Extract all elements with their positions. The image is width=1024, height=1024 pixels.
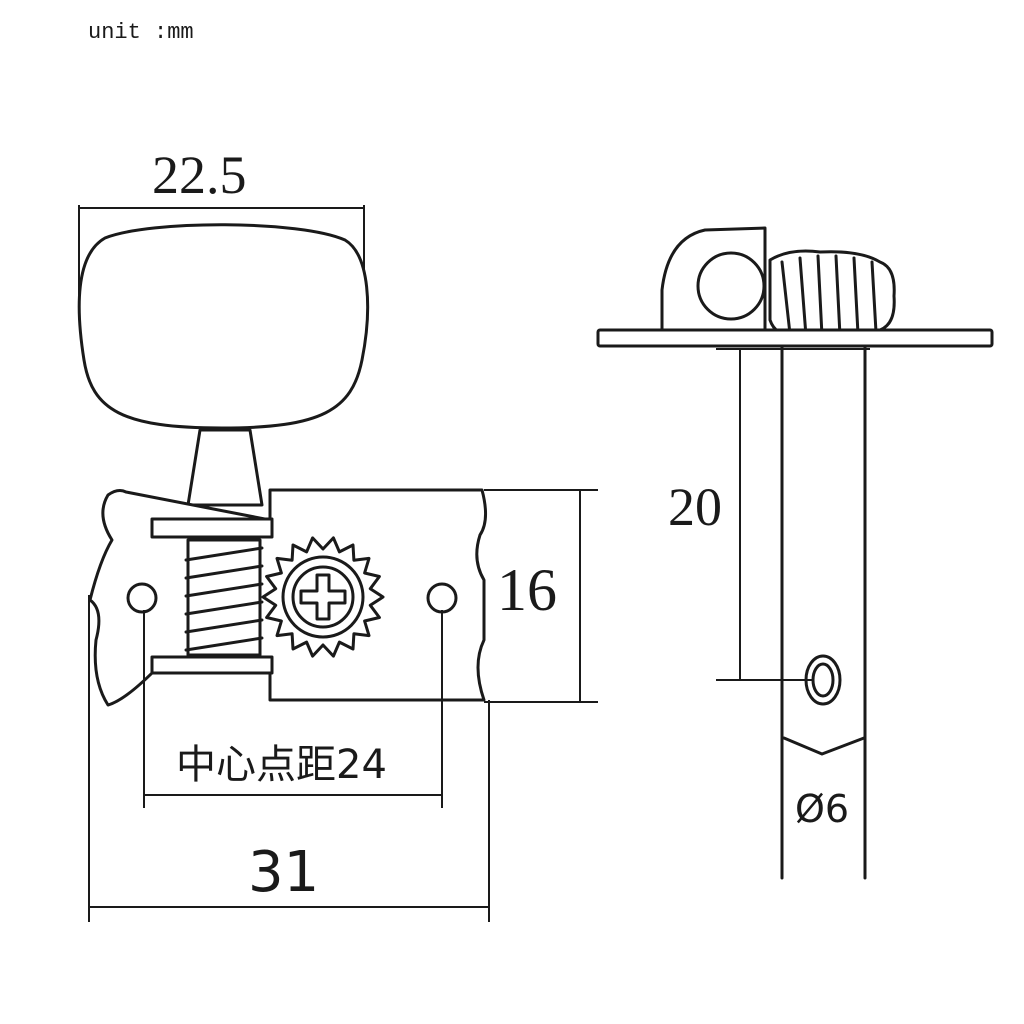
lower-collar: [150, 655, 274, 675]
plate-height-dimension-lines: [484, 489, 598, 703]
knob-neck: [186, 428, 264, 507]
front-view: [77, 205, 598, 922]
knob-width-label: 22.5: [152, 145, 247, 205]
post-length-label: 20: [668, 477, 722, 537]
total-length-dimension-lines: [88, 595, 490, 922]
total-length-label: 31: [248, 840, 320, 905]
center-distance-label: 中心点距24: [176, 742, 387, 788]
upper-collar: [150, 517, 274, 539]
post-diameter-label: Ø6: [795, 787, 850, 831]
string-post: [780, 344, 867, 880]
right-mount-hole: [426, 582, 458, 614]
worm-spring: [184, 538, 264, 657]
post-length-dimension-lines: [716, 348, 870, 681]
side-worm-gear: [768, 249, 896, 338]
center-distance-dimension-lines: [143, 610, 443, 808]
left-mount-hole: [126, 582, 158, 614]
side-shaft-end: [696, 251, 766, 321]
unit-note: unit :mm: [88, 20, 194, 45]
plate-height-label: 16: [497, 557, 557, 623]
screw-icon: [261, 536, 385, 658]
knob-shape: [77, 223, 370, 430]
side-plate: [596, 328, 994, 348]
side-view: [596, 226, 994, 880]
